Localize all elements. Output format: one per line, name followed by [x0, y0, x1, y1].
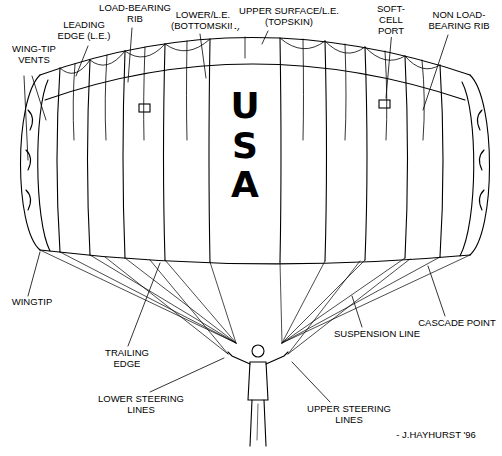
part-label: TRAILING EDGE: [96, 348, 158, 370]
part-label: CASCADE POINT: [415, 318, 499, 329]
canopy-lettering: USA: [227, 86, 263, 205]
part-label: LOWER STEERING LINES: [92, 394, 190, 416]
part-label: LOWER/L.E. (BOTTOMSKIN): [170, 10, 236, 32]
part-label: LEADING EDGE (L.E.): [50, 20, 118, 42]
signature: - J.HAYHURST '96: [380, 430, 492, 441]
part-label: WING-TIP VENTS: [4, 44, 64, 66]
part-label: SOFT-CELL PORT: [366, 4, 416, 37]
part-label: SUSPENSION LINE: [326, 329, 428, 340]
part-label: UPPER STEERING LINES: [300, 404, 398, 426]
part-label: WINGTIP: [6, 297, 58, 308]
part-label: UPPER SURFACE/L.E. (TOPSKIN): [232, 6, 346, 28]
part-label: NON LOAD-BEARING RIB: [419, 10, 499, 32]
